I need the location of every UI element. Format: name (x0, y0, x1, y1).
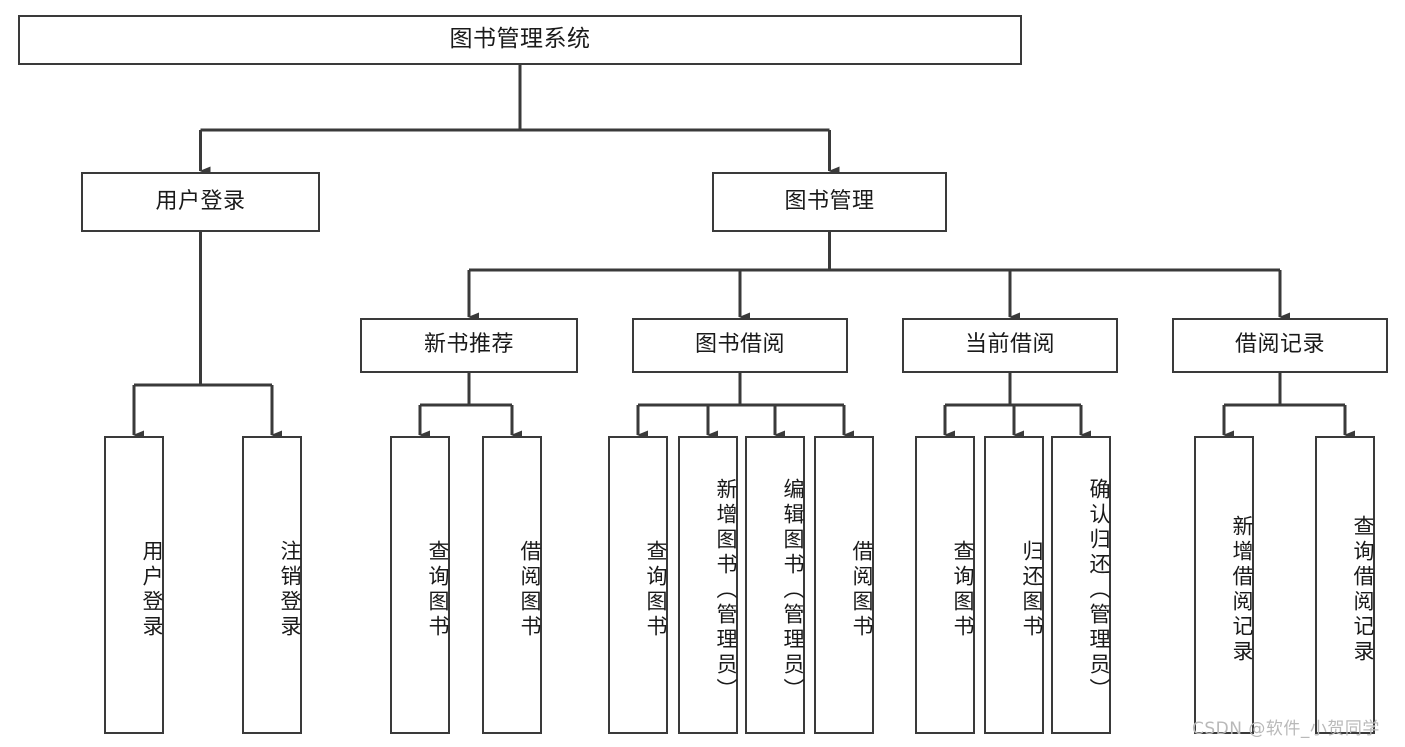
node-user-login-label: 用户登录 (155, 188, 246, 214)
node-leaf-query-book-2-label: 查询图书 (644, 540, 668, 640)
node-book-manage[interactable]: 图书管理 (712, 172, 947, 232)
node-leaf-borrow-book-2-label: 借阅图书 (850, 540, 874, 640)
node-leaf-query-record[interactable]: 查询借阅记录 (1315, 436, 1375, 734)
node-leaf-borrow-book-1-label: 借阅图书 (518, 540, 542, 640)
node-leaf-add-record-label: 新增借阅记录 (1230, 515, 1254, 665)
node-leaf-edit-book-label: 编辑图书（管理员） (781, 477, 805, 703)
node-leaf-query-book-3[interactable]: 查询图书 (915, 436, 975, 734)
node-root-label: 图书管理系统 (449, 26, 591, 53)
node-leaf-query-book-1-label: 查询图书 (426, 540, 450, 640)
node-book-manage-label: 图书管理 (784, 188, 875, 214)
node-leaf-user-login[interactable]: 用户登录 (104, 436, 164, 734)
node-borrow-record-label: 借阅记录 (1234, 332, 1325, 358)
node-leaf-add-book-label: 新增图书（管理员） (714, 477, 738, 703)
node-leaf-query-book-1[interactable]: 查询图书 (390, 436, 450, 734)
node-leaf-borrow-book-2[interactable]: 借阅图书 (814, 436, 874, 734)
node-leaf-logout[interactable]: 注销登录 (242, 436, 302, 734)
node-leaf-add-book[interactable]: 新增图书（管理员） (678, 436, 738, 734)
node-leaf-return-book-label: 归还图书 (1020, 540, 1044, 640)
node-leaf-confirm-return[interactable]: 确认归还（管理员） (1051, 436, 1111, 734)
node-new-book-rec-label: 新书推荐 (423, 332, 514, 358)
node-leaf-logout-label: 注销登录 (278, 540, 302, 640)
node-leaf-query-book-3-label: 查询图书 (951, 540, 975, 640)
node-book-borrow-label: 图书借阅 (694, 332, 785, 358)
node-root[interactable]: 图书管理系统 (18, 15, 1022, 65)
node-current-borrow-label: 当前借阅 (964, 332, 1055, 358)
node-leaf-confirm-return-label: 确认归还（管理员） (1087, 477, 1111, 703)
node-leaf-user-login-label: 用户登录 (140, 540, 164, 640)
node-book-borrow[interactable]: 图书借阅 (632, 318, 848, 373)
node-leaf-borrow-book-1[interactable]: 借阅图书 (482, 436, 542, 734)
node-leaf-edit-book[interactable]: 编辑图书（管理员） (745, 436, 805, 734)
node-leaf-add-record[interactable]: 新增借阅记录 (1194, 436, 1254, 734)
node-leaf-query-record-label: 查询借阅记录 (1351, 515, 1375, 665)
node-leaf-query-book-2[interactable]: 查询图书 (608, 436, 668, 734)
node-current-borrow[interactable]: 当前借阅 (902, 318, 1118, 373)
node-new-book-rec[interactable]: 新书推荐 (360, 318, 578, 373)
node-borrow-record[interactable]: 借阅记录 (1172, 318, 1388, 373)
node-user-login[interactable]: 用户登录 (81, 172, 320, 232)
node-leaf-return-book[interactable]: 归还图书 (984, 436, 1044, 734)
